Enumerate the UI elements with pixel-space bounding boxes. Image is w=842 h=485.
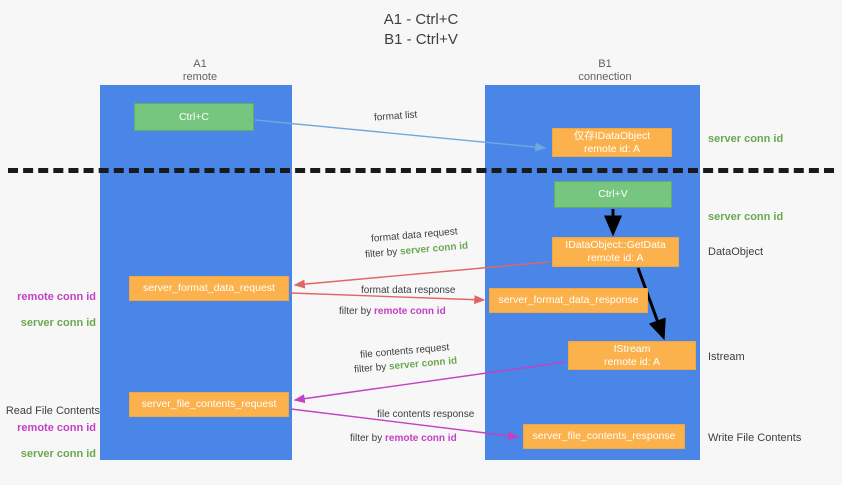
note-istream: Istream [708, 351, 745, 363]
edge-label-file-contents-response: file contents response [377, 409, 475, 420]
note-remote-conn-id-1: remote conn id [17, 291, 96, 303]
edge-label-filter-by-remote-conn-1: filter by remote conn id [339, 305, 446, 319]
column-header-a1: A1 remote [182, 58, 218, 83]
edge-label-format-list: format list [373, 109, 418, 124]
node-idataobject[interactable]: 仅存IDataObject remote id: A [552, 128, 672, 157]
edge-label-format-data-response: format data response [361, 285, 456, 296]
note-write-file-contents: Write File Contents [708, 432, 802, 444]
note-conn-ids-format: remote conn id server conn id [0, 278, 96, 343]
filter-by-prefix-3: filter by [353, 361, 390, 376]
filter-by-prefix-2: filter by [339, 306, 375, 317]
page-title: A1 - Ctrl+C B1 - Ctrl+V [383, 11, 459, 48]
filter-key-remote-conn-1: remote conn id [374, 306, 446, 317]
edge-label-filter-by-remote-conn-2: filter by remote conn id [350, 432, 457, 446]
node-ctrl-v[interactable]: Ctrl+V [554, 181, 672, 208]
node-istream[interactable]: IStream remote id: A [568, 341, 696, 370]
node-ctrl-c[interactable]: Ctrl+C [134, 103, 254, 131]
note-server-conn-id-2: server conn id [20, 448, 96, 460]
note-dataobject: DataObject [708, 246, 764, 258]
note-server-conn-id-top: server conn id [708, 133, 784, 145]
filter-key-remote-conn-2: remote conn id [385, 433, 457, 444]
note-read-file-contents: Read File Contents [5, 405, 100, 417]
phase-divider [8, 168, 834, 173]
node-server-file-contents-request[interactable]: server_file_contents_request [129, 392, 289, 417]
node-server-format-data-request[interactable]: server_format_data_request [129, 276, 289, 301]
node-idataobject-getdata[interactable]: IDataObject::GetData remote id: A [552, 237, 679, 267]
note-read-file-contents-block: Read File Contents [0, 392, 100, 431]
note-server-conn-id-mid: server conn id [708, 211, 784, 223]
node-server-file-contents-response[interactable]: server_file_contents_response [523, 424, 685, 449]
column-header-b1: B1 connection [578, 58, 632, 83]
note-conn-ids-file: remote conn id server conn id [0, 409, 96, 474]
filter-by-prefix-4: filter by [350, 433, 386, 444]
note-remote-conn-id-2: remote conn id [17, 422, 96, 434]
note-server-conn-id-1: server conn id [20, 317, 96, 329]
node-server-format-data-response[interactable]: server_format_data_response [489, 288, 648, 313]
filter-by-prefix-1: filter by [364, 246, 401, 261]
